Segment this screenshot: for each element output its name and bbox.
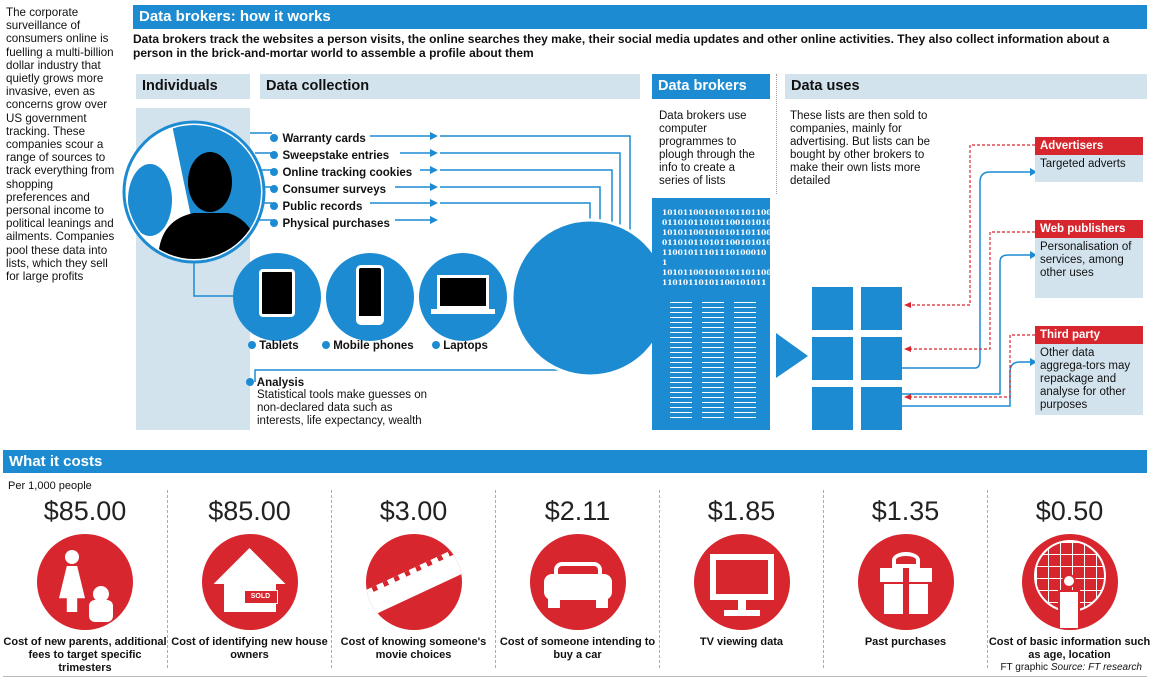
arrow-right-icon — [776, 333, 808, 378]
parent-child-icon — [37, 534, 133, 630]
cost-item: $1.85 TV viewing data — [659, 490, 823, 668]
divider — [776, 74, 777, 194]
list-icon — [812, 387, 853, 430]
cost-label: Cost of someone intending to buy a car — [499, 636, 656, 661]
cost-price: $0.50 — [1035, 496, 1104, 526]
category-title: Advertisers — [1035, 137, 1143, 155]
category-title: Web publishers — [1035, 220, 1143, 238]
collection-list: Warranty cards Sweepstake entries Online… — [270, 129, 412, 231]
costs-title: What it costs — [3, 450, 1147, 473]
section-uses: Data uses — [785, 74, 1147, 99]
film-reel-icon — [365, 534, 462, 630]
cost-price: $1.85 — [707, 496, 776, 526]
collection-item: Consumer surveys — [270, 180, 412, 197]
item-label: Consumer surveys — [282, 184, 386, 196]
item-label: Physical purchases — [282, 218, 390, 230]
item-label: Sweepstake entries — [282, 150, 390, 162]
cost-label: Cost of basic information such as age, l… — [988, 636, 1150, 661]
mobile-phone-icon — [326, 253, 414, 341]
section-individuals: Individuals — [136, 74, 250, 99]
item-label: Public records — [282, 201, 363, 213]
collection-item: Online tracking cookies — [270, 163, 412, 180]
footer-rule — [3, 676, 1147, 677]
cost-price: $3.00 — [379, 496, 448, 526]
device-label: Tablets — [259, 340, 299, 352]
list-icon — [812, 337, 853, 380]
list-icon — [812, 287, 853, 330]
category-text: Personalisation of services, among other… — [1040, 241, 1132, 279]
binary-circle — [510, 218, 670, 378]
flow-lines — [122, 120, 1037, 407]
tv-icon — [693, 534, 790, 630]
category-text: Other data aggrega-tors may repackage an… — [1040, 347, 1131, 411]
cost-label: TV viewing data — [699, 636, 784, 648]
item-label: Warranty cards — [282, 133, 366, 145]
collection-item: Sweepstake entries — [270, 146, 412, 163]
uses-text: These lists are then sold to companies, … — [790, 110, 930, 187]
category-title: Third party — [1035, 326, 1143, 344]
gift-icon — [857, 534, 954, 630]
brokers-database: 1010110010101011011001001101011010110010… — [652, 198, 770, 430]
section-collection: Data collection — [260, 74, 640, 99]
intro-text: The corporate surveillance of consumers … — [6, 6, 115, 284]
analysis-title: Analysis — [256, 377, 305, 389]
globe-person-icon — [1021, 534, 1118, 630]
binary-text: 1010110010101011011001001101011010110010… — [662, 208, 770, 287]
item-label: Online tracking cookies — [282, 167, 413, 179]
cost-price: $85.00 — [208, 496, 291, 526]
list-icon — [861, 287, 902, 330]
cost-label: Cost of identifying new house owners — [171, 636, 328, 661]
costs-unit: Per 1,000 people — [8, 480, 92, 492]
cost-price: $1.35 — [871, 496, 940, 526]
cost-price: $85.00 — [43, 496, 127, 526]
tablet-icon — [233, 253, 321, 341]
analysis: Analysis Statistical tools make guesses … — [246, 377, 436, 428]
credit: FT graphic — [1000, 662, 1049, 673]
category-text: Targeted adverts — [1040, 158, 1126, 170]
cost-label: Past purchases — [864, 636, 947, 648]
laptop-icon — [419, 253, 507, 341]
collection-item: Physical purchases — [270, 214, 412, 231]
collection-item: Warranty cards — [270, 129, 412, 146]
list-icon — [861, 337, 902, 380]
collection-item: Public records — [270, 197, 412, 214]
analysis-text: Statistical tools make guesses on non-de… — [257, 389, 428, 427]
list-rows — [670, 302, 760, 422]
list-icon — [861, 387, 902, 430]
footer: FT graphic Source: FT research — [1000, 662, 1142, 673]
lists-grid — [812, 287, 902, 430]
cost-label: Cost of knowing someone's movie choices — [340, 636, 487, 661]
sold-sign: SOLD — [243, 590, 278, 604]
header-title: Data brokers: how it works — [133, 5, 1147, 29]
device-label: Laptops — [443, 340, 488, 352]
house-sold-icon: SOLD — [201, 534, 298, 630]
source: Source: FT research — [1050, 662, 1142, 673]
section-brokers: Data brokers — [652, 74, 770, 99]
car-icon — [529, 534, 626, 630]
lead-text: Data brokers track the websites a person… — [133, 32, 1110, 60]
cost-label: Cost of new parents, additional fees to … — [3, 636, 167, 674]
device-label: Mobile phones — [333, 340, 414, 352]
brokers-text: Data brokers use computer programmes to … — [659, 110, 755, 187]
cost-price: $2.11 — [544, 496, 611, 526]
